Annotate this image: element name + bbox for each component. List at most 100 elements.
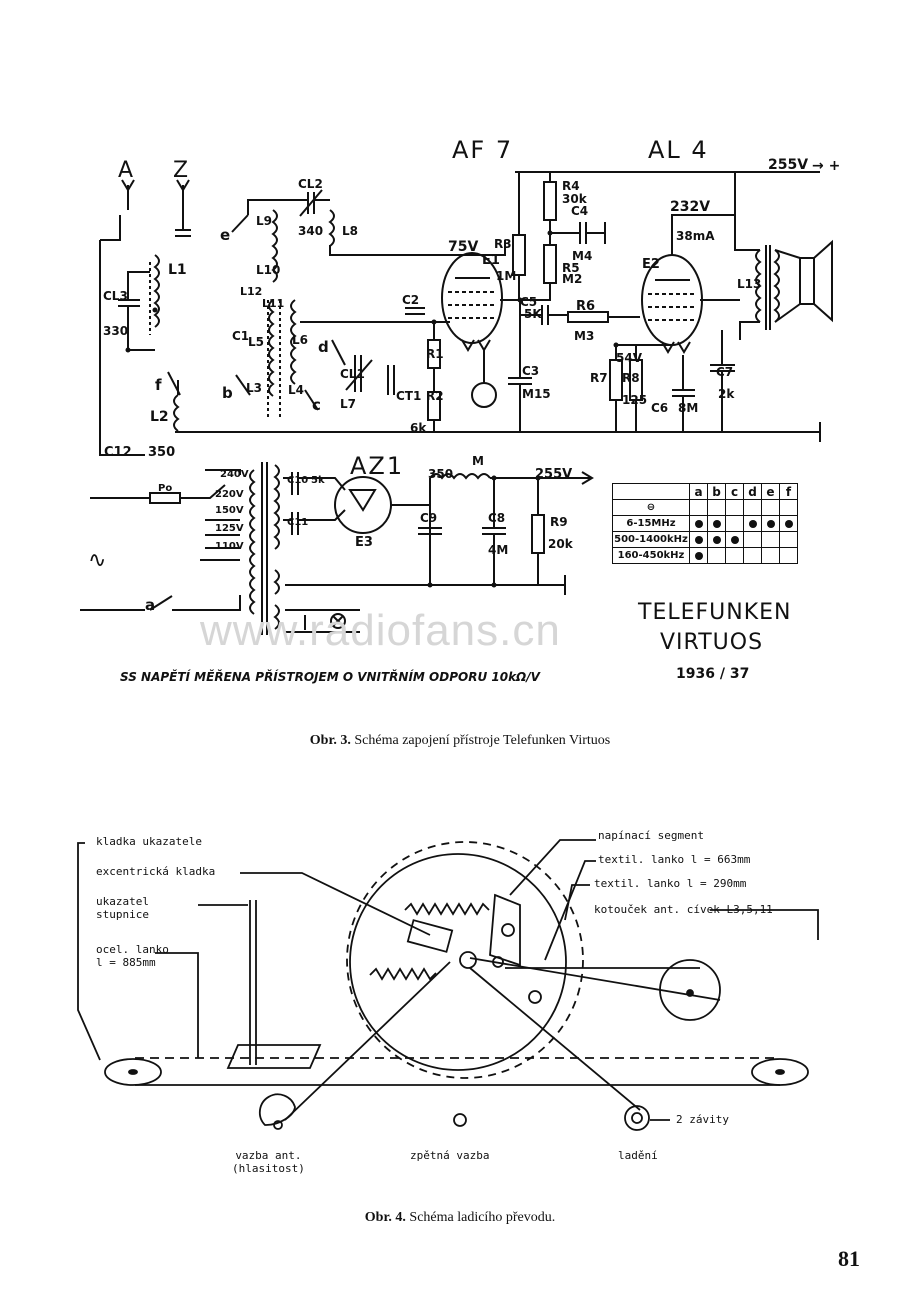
component-value: 6k xyxy=(410,421,427,435)
component-value: 1M xyxy=(496,269,517,283)
band-switch-cell xyxy=(779,531,798,548)
table-row: 160-450kHz xyxy=(612,547,798,564)
label-dial-pointer: ukazatel stupnice xyxy=(96,895,149,921)
component-label: R5 xyxy=(562,261,580,275)
component-value: 30k xyxy=(562,192,587,206)
component-value: M3 xyxy=(574,329,595,343)
voltage-label: 75V xyxy=(448,239,479,255)
band-switch-cell xyxy=(707,515,726,532)
label-feedback: zpětná vazba xyxy=(410,1149,490,1162)
component-label: Po xyxy=(158,483,173,494)
band-label: ⊖ xyxy=(612,499,690,516)
component-value: 330 xyxy=(103,324,129,338)
component-label: E3 xyxy=(355,535,373,550)
tube-title-az1: AZ1 xyxy=(350,452,405,480)
component-label: R9 xyxy=(550,515,568,529)
figure-caption-4: Obr. 4. Schéma ladicího převodu. xyxy=(0,1210,920,1226)
switch-closed-dot xyxy=(730,535,739,544)
switch-label-a: a xyxy=(145,596,156,614)
label-two-turns: 2 závity xyxy=(676,1113,729,1126)
ac-symbol: ∿ xyxy=(88,548,107,573)
schematic-drawing xyxy=(80,171,833,635)
component-value: 350 xyxy=(148,445,176,460)
switch-closed-dot xyxy=(694,551,703,560)
switch-label-f: f xyxy=(155,376,162,394)
band-switch-cell xyxy=(707,547,726,564)
band-switch-cell xyxy=(761,515,780,532)
band-switch-cell xyxy=(743,547,762,564)
component-label: CL1 xyxy=(340,367,365,381)
component-value: 2k xyxy=(718,387,735,401)
band-switch-cell xyxy=(707,531,726,548)
component-label: C12 xyxy=(104,445,132,460)
band-label: 6-15MHz xyxy=(612,515,690,532)
tube-title-af7: AF 7 xyxy=(452,136,514,164)
band-switch-cell xyxy=(779,515,798,532)
table-row: ⊖ xyxy=(612,499,798,516)
band-switch-cell xyxy=(689,547,708,564)
antenna-label-a: A xyxy=(118,158,134,183)
band-switch-cell xyxy=(761,531,780,548)
component-label: C3 xyxy=(522,364,540,378)
model-year: 1936 / 37 xyxy=(676,666,750,682)
switch-label-b: b xyxy=(222,384,233,402)
current-label: 38mA xyxy=(676,229,715,243)
component-label: C4 xyxy=(571,204,589,218)
band-switch-cell xyxy=(779,499,798,516)
caption-number: Obr. 4. xyxy=(364,1210,406,1225)
band-label: 160-450kHz xyxy=(612,547,690,564)
voltage-label: 232V xyxy=(670,199,711,215)
band-switch-cell xyxy=(689,499,708,516)
component-label: L12 xyxy=(240,285,263,298)
component-value: 4M xyxy=(488,543,509,557)
band-switch-cell xyxy=(707,499,726,516)
component-value: 5k xyxy=(311,475,325,486)
component-value: 125 xyxy=(622,393,648,407)
label-tension-segment: napínací segment xyxy=(598,829,704,842)
table-header-cell: f xyxy=(779,483,798,500)
component-value: 8M xyxy=(678,401,699,415)
switch-label-c: c xyxy=(312,396,321,414)
component-label: R6 xyxy=(576,299,596,314)
component-label: C1 xyxy=(232,329,250,343)
plus-sign: → + xyxy=(812,158,841,174)
band-switch-cell xyxy=(725,531,744,548)
switch-closed-dot xyxy=(748,519,757,528)
component-label: L11 xyxy=(262,297,285,310)
caption-text: Schéma zapojení přístroje Telefunken Vir… xyxy=(350,733,611,748)
mains-tap: 110V xyxy=(215,541,244,552)
component-label: R8 xyxy=(622,371,640,385)
component-label: R7 xyxy=(590,371,608,385)
component-label: L9 xyxy=(256,214,272,228)
table-header-cell: d xyxy=(743,483,762,500)
label-pointer-pulley: kladka ukazatele xyxy=(96,835,202,848)
table-header-cell: a xyxy=(689,483,708,500)
band-switch-cell xyxy=(689,531,708,548)
caption-number: Obr. 3. xyxy=(309,733,351,748)
component-label: L7 xyxy=(340,397,356,411)
component-label: C8 xyxy=(488,511,506,525)
component-label: C9 xyxy=(420,511,438,525)
antenna-label-z: Z xyxy=(173,158,189,183)
component-label: C5 xyxy=(520,295,538,309)
measurement-note: SS NAPĚTÍ MĚŘENA PŘÍSTROJEM O VNITŘNÍM O… xyxy=(120,670,540,684)
band-switch-cell xyxy=(689,515,708,532)
mains-tap: 220V xyxy=(215,489,244,500)
component-label: L6 xyxy=(292,333,308,347)
component-value: 340 xyxy=(298,224,324,238)
page-number: 81 xyxy=(838,1246,860,1271)
band-switch-cell xyxy=(761,547,780,564)
switch-closed-dot xyxy=(712,535,721,544)
switch-closed-dot xyxy=(712,519,721,528)
label-coil-disc: kotouček ant. cívek L3,5,11 xyxy=(594,903,773,916)
caption-text: Schéma ladicího převodu. xyxy=(405,1210,556,1225)
component-label: M xyxy=(472,454,484,468)
component-value: M15 xyxy=(522,387,551,401)
mains-tap: 125V xyxy=(215,523,244,534)
component-label: E2 xyxy=(642,257,660,272)
label-textile-cord-290: textil. lanko l = 290mm xyxy=(594,877,747,890)
table-row: 6-15MHz xyxy=(612,515,798,532)
voltage-label: 255V xyxy=(535,467,573,482)
component-label: CT1 xyxy=(396,389,422,403)
component-label: C10 xyxy=(287,475,309,486)
